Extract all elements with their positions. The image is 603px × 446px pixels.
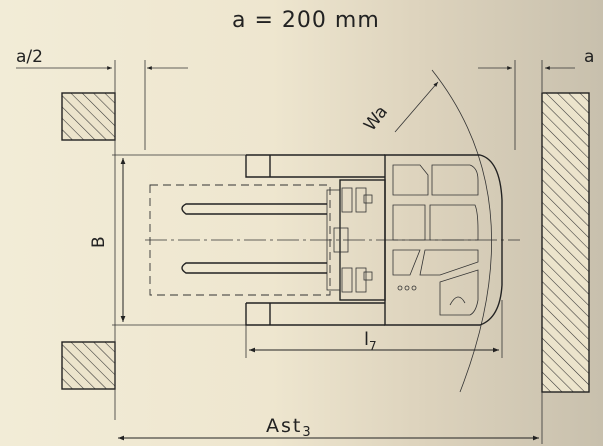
aisle-dimension: Ast3	[118, 392, 543, 444]
width-label: B	[89, 236, 109, 248]
turning-radius: Wa	[360, 69, 493, 393]
aisle-label: Ast3	[266, 415, 313, 440]
length-label: l7	[364, 329, 377, 353]
fork-top	[181, 203, 327, 215]
half-gap-dimension: a/2	[16, 47, 188, 420]
length-dimension: l7	[245, 300, 503, 358]
spacing-formula: a = 200 mm	[232, 8, 380, 33]
mast-rollers	[333, 187, 373, 293]
length-label-sub: 7	[369, 339, 377, 353]
fork-bottom	[181, 262, 327, 274]
pallet-bottom-left	[61, 341, 116, 390]
load-outline	[149, 184, 331, 296]
truck-body	[384, 154, 503, 326]
forklift	[181, 154, 503, 326]
outrigger-bottom	[245, 302, 385, 326]
aisle-label-sub: 3	[302, 425, 312, 440]
rack-wall-right	[541, 92, 590, 393]
outrigger-top	[245, 154, 385, 178]
gap-dimension: a	[478, 47, 594, 150]
width-dimension: B	[89, 154, 246, 326]
gap-label: a	[584, 47, 594, 67]
aisle-label-main: Ast	[266, 415, 302, 437]
half-gap-label: a/2	[16, 47, 43, 67]
length-label-main: l	[364, 329, 369, 350]
pallet-top-left	[61, 92, 116, 141]
turning-radius-label: Wa	[360, 102, 392, 135]
cab-pattern	[392, 164, 479, 316]
